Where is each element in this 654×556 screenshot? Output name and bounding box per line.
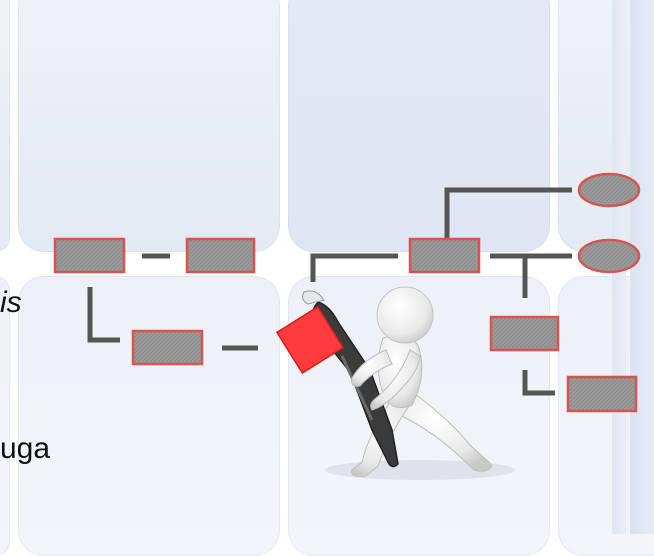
text-fragment-plain: uga <box>0 432 51 465</box>
highlighted-red-box <box>275 305 345 375</box>
terminal-oval <box>577 238 641 274</box>
connector-line <box>444 187 572 240</box>
background-tile-top-2 <box>288 0 550 252</box>
process-box <box>131 329 204 366</box>
decorative-stripe <box>630 0 654 534</box>
background-tile-bottom-1 <box>18 276 280 556</box>
flowchart-diagram <box>53 172 641 480</box>
background-tile-top-left <box>0 0 10 252</box>
connector-line <box>87 287 120 343</box>
connector-line <box>522 370 555 396</box>
text-fragment-italic: is <box>0 286 22 319</box>
process-box <box>408 237 481 274</box>
terminal-oval <box>577 172 641 208</box>
connector-line <box>310 253 398 282</box>
process-box <box>489 315 560 352</box>
process-box <box>53 237 126 274</box>
stick-figure-with-wrench-icon <box>275 286 515 480</box>
background-tile-bottom-left <box>0 276 10 556</box>
process-box <box>185 237 256 274</box>
process-box <box>566 375 638 413</box>
background-tile-top-1 <box>18 0 280 252</box>
